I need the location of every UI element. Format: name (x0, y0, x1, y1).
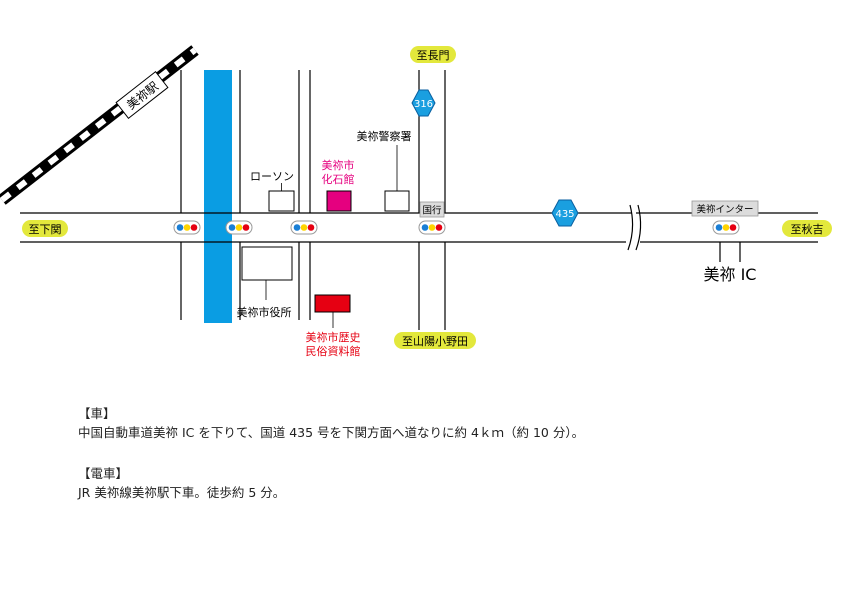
dest-nagato: 至長門 (410, 46, 456, 63)
station-sign: 美祢駅 (115, 71, 169, 119)
history-museum-building (314, 294, 351, 313)
lawson-label: ローソン (250, 170, 294, 183)
traffic-signal (225, 220, 253, 235)
roads (20, 70, 818, 330)
mine-ic-label: 美祢 IC (704, 265, 757, 284)
mine-interchange-sign: 美祢インター (691, 200, 759, 217)
route-435-shield: 435 (551, 199, 579, 227)
dest-shimonoseki: 至下関 (22, 220, 68, 237)
police-building (384, 190, 410, 212)
directions: 【車】 中国自動車道美祢 IC を下りて、国道 435 号を下関方面へ道なりに約… (78, 404, 584, 524)
svg-text:316: 316 (414, 99, 433, 110)
dest-sanyo-onoda: 至山陽小野田 (394, 332, 476, 349)
traffic-signal (173, 220, 201, 235)
traffic-signal (418, 220, 446, 235)
car-directions: 中国自動車道美祢 IC を下りて、国道 435 号を下関方面へ道なりに約 4ｋｍ… (78, 425, 585, 441)
fossil-museum-building (326, 190, 352, 212)
fossil-museum-label-line2: 化石館 (322, 172, 355, 186)
traffic-signal (712, 220, 740, 235)
svg-text:国行: 国行 (422, 205, 442, 217)
svg-text:至秋吉: 至秋吉 (791, 222, 824, 236)
city-hall-label: 美祢市役所 (237, 305, 292, 319)
railway (0, 45, 199, 205)
city-hall-building (241, 246, 293, 281)
dest-akiyoshi: 至秋吉 (782, 220, 832, 237)
route-316-shield: 316 (411, 89, 436, 117)
car-heading: 【車】 (78, 406, 116, 421)
access-map: 美祢駅 至長門 至下関 (0, 45, 832, 358)
svg-text:至下関: 至下関 (29, 223, 62, 236)
police-label: 美祢警察署 (357, 129, 412, 143)
svg-text:美祢インター: 美祢インター (696, 204, 753, 216)
svg-text:至山陽小野田: 至山陽小野田 (402, 335, 468, 348)
train-directions: JR 美祢線美祢駅下車。徒歩約 5 分。 (78, 485, 286, 501)
lawson-building (268, 190, 295, 212)
history-museum-label-line2: 民俗資料館 (306, 344, 361, 358)
river (204, 70, 232, 323)
fossil-museum-label-line1: 美祢市 (322, 158, 355, 172)
train-heading: 【電車】 (78, 465, 129, 481)
history-museum-label-line1: 美祢市歴史 (306, 330, 361, 344)
traffic-signal (290, 220, 318, 235)
svg-text:435: 435 (555, 209, 574, 220)
svg-text:至長門: 至長門 (417, 49, 450, 62)
kokugyo-sign: 国行 (419, 201, 445, 218)
